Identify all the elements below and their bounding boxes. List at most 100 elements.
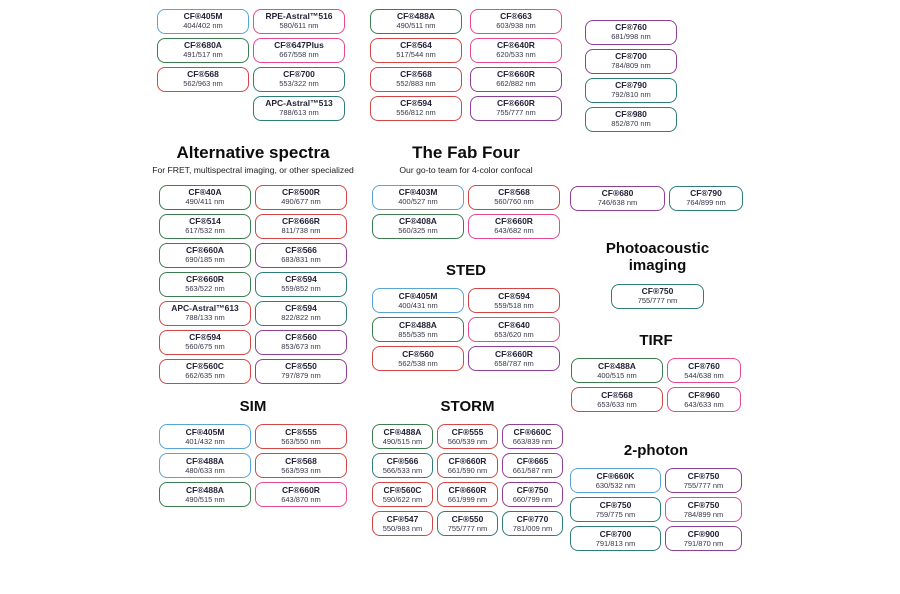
dye-name: CF®700	[283, 69, 315, 80]
dye-wavelengths: 746/638 nm	[597, 198, 638, 208]
section-header: SIM	[240, 398, 267, 415]
dye-name: CF®560	[285, 332, 317, 343]
dye-wavelengths: 559/852 nm	[281, 283, 321, 293]
section-title: Alternative spectra	[176, 143, 330, 162]
dye-wavelengths: 791/813 nm	[595, 538, 636, 548]
section-title: TIRF	[639, 332, 673, 349]
dye-wavelengths: 781/009 nm	[512, 523, 553, 533]
dye-name: CF®488A	[186, 484, 224, 495]
dye-name: CF®640R	[497, 40, 535, 51]
dye-name: CF®488A	[397, 11, 435, 22]
section-title: Photoacoustic imaging	[605, 240, 710, 275]
dye-name: CF®568	[400, 69, 432, 80]
dye-wavelengths: 855/535 nm	[398, 329, 438, 339]
dye-name: CF®566	[285, 245, 317, 256]
dye-wavelengths: 603/938 nm	[496, 21, 536, 31]
dye-name: CF®660R	[495, 348, 533, 359]
section-title: STED	[445, 262, 486, 279]
dye-name: CF®40A	[188, 187, 222, 198]
dye-name: CF®660K	[596, 470, 635, 481]
dye-wavelengths: 400/515 nm	[597, 370, 637, 380]
dye-wavelengths: 755/777 nm	[637, 295, 678, 305]
dye-name: CF®594	[285, 303, 317, 314]
dye-wavelengths: 563/550 nm	[281, 436, 321, 446]
dye-wavelengths: 683/831 nm	[281, 254, 321, 264]
dye-name: CF®770	[516, 513, 549, 524]
dye-name: CF®660R	[186, 274, 224, 285]
dye-name: CF®560C	[383, 484, 422, 495]
dye-name: CF®750	[687, 499, 720, 510]
dye-name: CF®900	[687, 528, 720, 539]
dye-name: CF®790	[690, 188, 722, 199]
section-fab-four: The Fab Four Our go-to team for 4-color …	[370, 143, 562, 239]
dye-wavelengths: 653/620 nm	[494, 329, 534, 339]
dye-wavelengths: 560/539 nm	[447, 436, 488, 446]
dye-wavelengths: 662/882 nm	[496, 79, 536, 89]
dye-wavelengths: 653/633 nm	[597, 399, 637, 409]
dye-wavelengths: 690/185 nm	[185, 254, 225, 264]
dye-wavelengths: 553/322 nm	[279, 79, 319, 89]
dye-name: CF®408A	[399, 216, 437, 227]
dye-name: CF®488A	[383, 426, 422, 437]
dye-wavelengths: 620/533 nm	[496, 50, 536, 60]
dye-wavelengths: 663/839 nm	[512, 436, 553, 446]
dye-name: CF®640	[498, 319, 530, 330]
dye-name: CF®660R	[497, 98, 535, 109]
dye-wavelengths: 480/633 nm	[185, 465, 225, 475]
dye-wavelengths: 544/638 nm	[684, 370, 724, 380]
dye-name: APC-Astral™613	[171, 303, 239, 314]
section-title: STORM	[440, 398, 495, 415]
dye-name: CF®680	[601, 188, 634, 199]
dye-wavelengths: 788/133 nm	[185, 312, 225, 322]
dye-name: CF®647Plus	[274, 40, 324, 51]
dye-name: CF®665	[516, 455, 549, 466]
dye-wavelengths: 552/883 nm	[396, 79, 436, 89]
section-subtitle: For FRET, multispectral imaging, or othe…	[152, 164, 354, 175]
dye-name: CF®568	[601, 389, 633, 400]
dye-wavelengths: 643/870 nm	[281, 494, 321, 504]
